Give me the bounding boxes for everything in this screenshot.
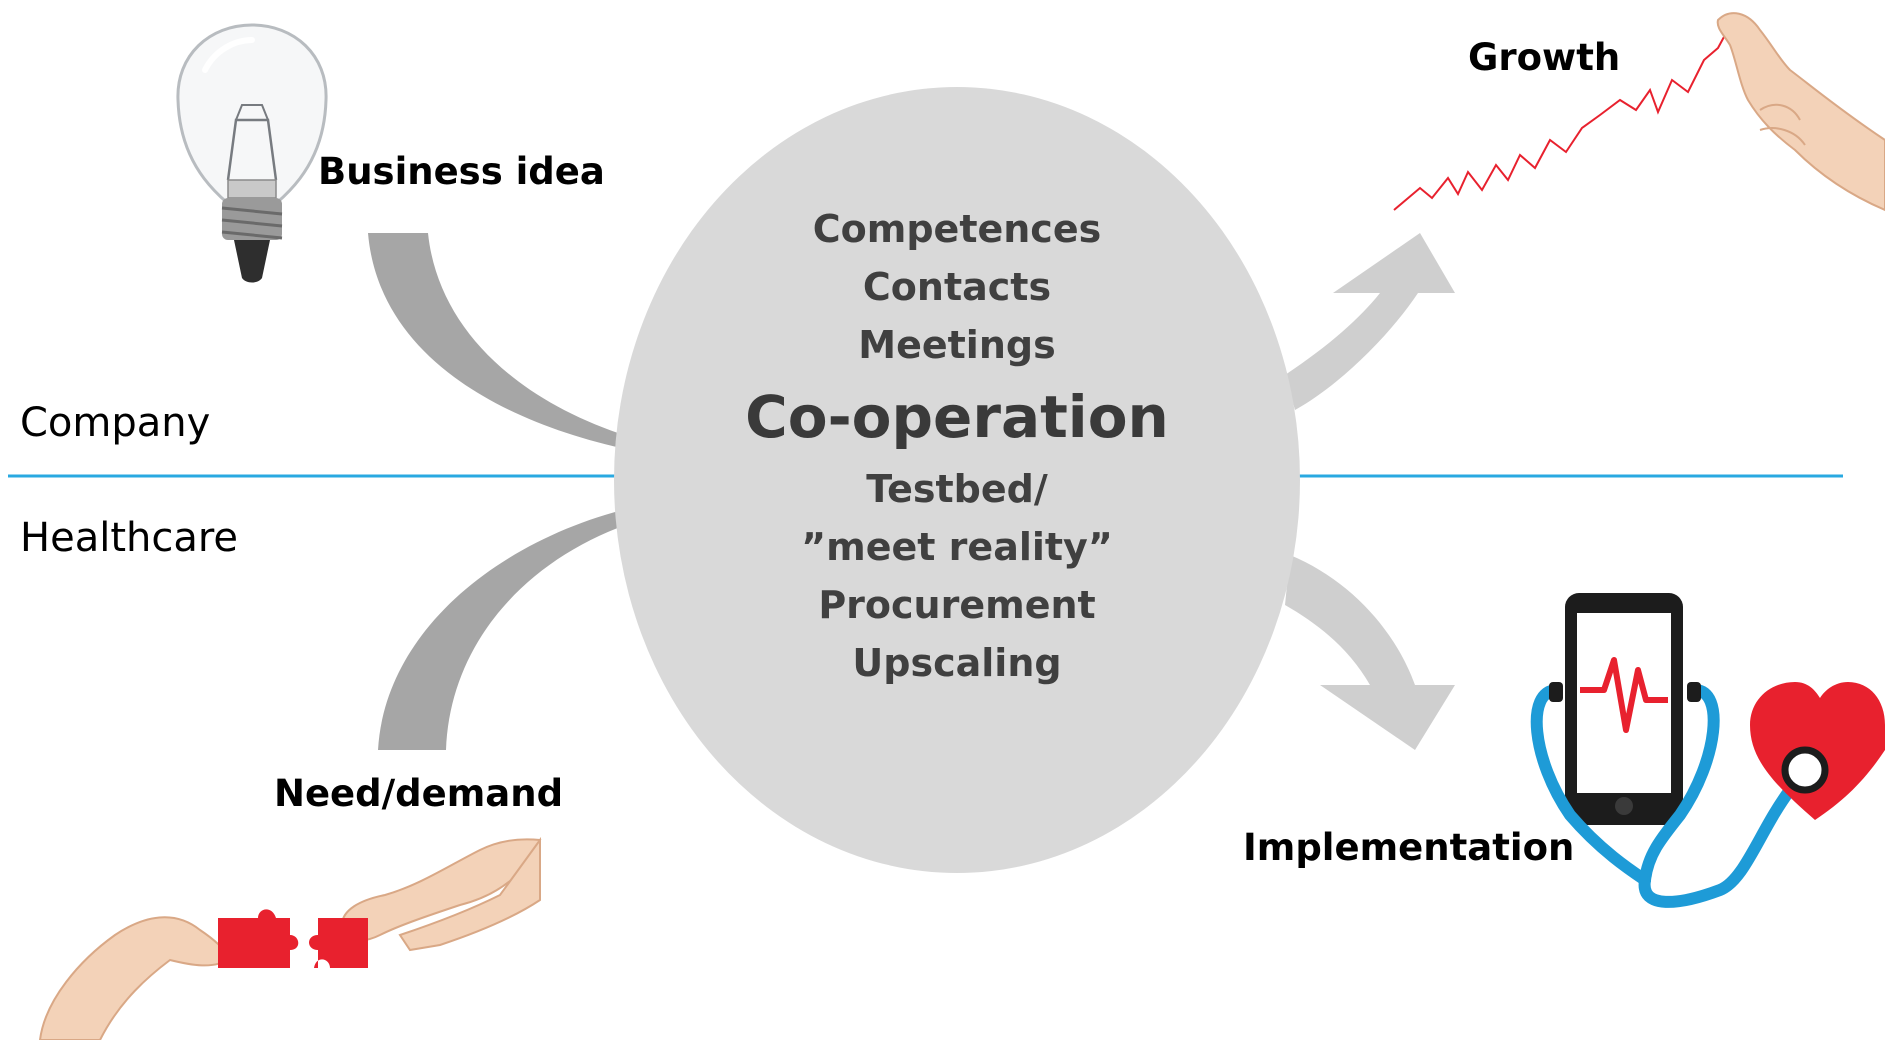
growth-chart-line-icon [1393,19,1749,211]
business-idea-label: Business idea [318,150,605,193]
growth-label: Growth [1468,36,1621,79]
implementation-arrow [1285,555,1455,750]
center-item-contacts: Contacts [862,265,1052,309]
phone-stethoscope-heart-icon [1530,593,1885,908]
puzzle-hands-icon [38,836,542,1040]
cooperation-center-text: Competences Contacts Meetings Co-operati… [657,200,1257,692]
center-item-testbed: Testbed/ [866,467,1048,511]
need-demand-label: Need/demand [274,772,564,815]
growth-arrow [1285,233,1455,410]
healthcare-region-label: Healthcare [20,515,239,561]
center-title: Co-operation [745,383,1169,451]
light-bulb-icon [176,23,328,283]
center-item-meetings: Meetings [858,323,1056,367]
need-demand-arrow [378,508,640,750]
cooperation-ellipse [614,87,1300,873]
center-item-procurement: Procurement [818,583,1096,627]
center-item-upscaling: Upscaling [852,641,1062,685]
pointing-hand-icon [1716,12,1885,212]
company-region-label: Company [20,400,211,446]
center-item-meet-reality: ”meet reality” [801,525,1113,569]
implementation-label: Implementation [1243,826,1575,869]
business-idea-arrow [368,233,640,450]
center-item-competences: Competences [812,207,1102,251]
